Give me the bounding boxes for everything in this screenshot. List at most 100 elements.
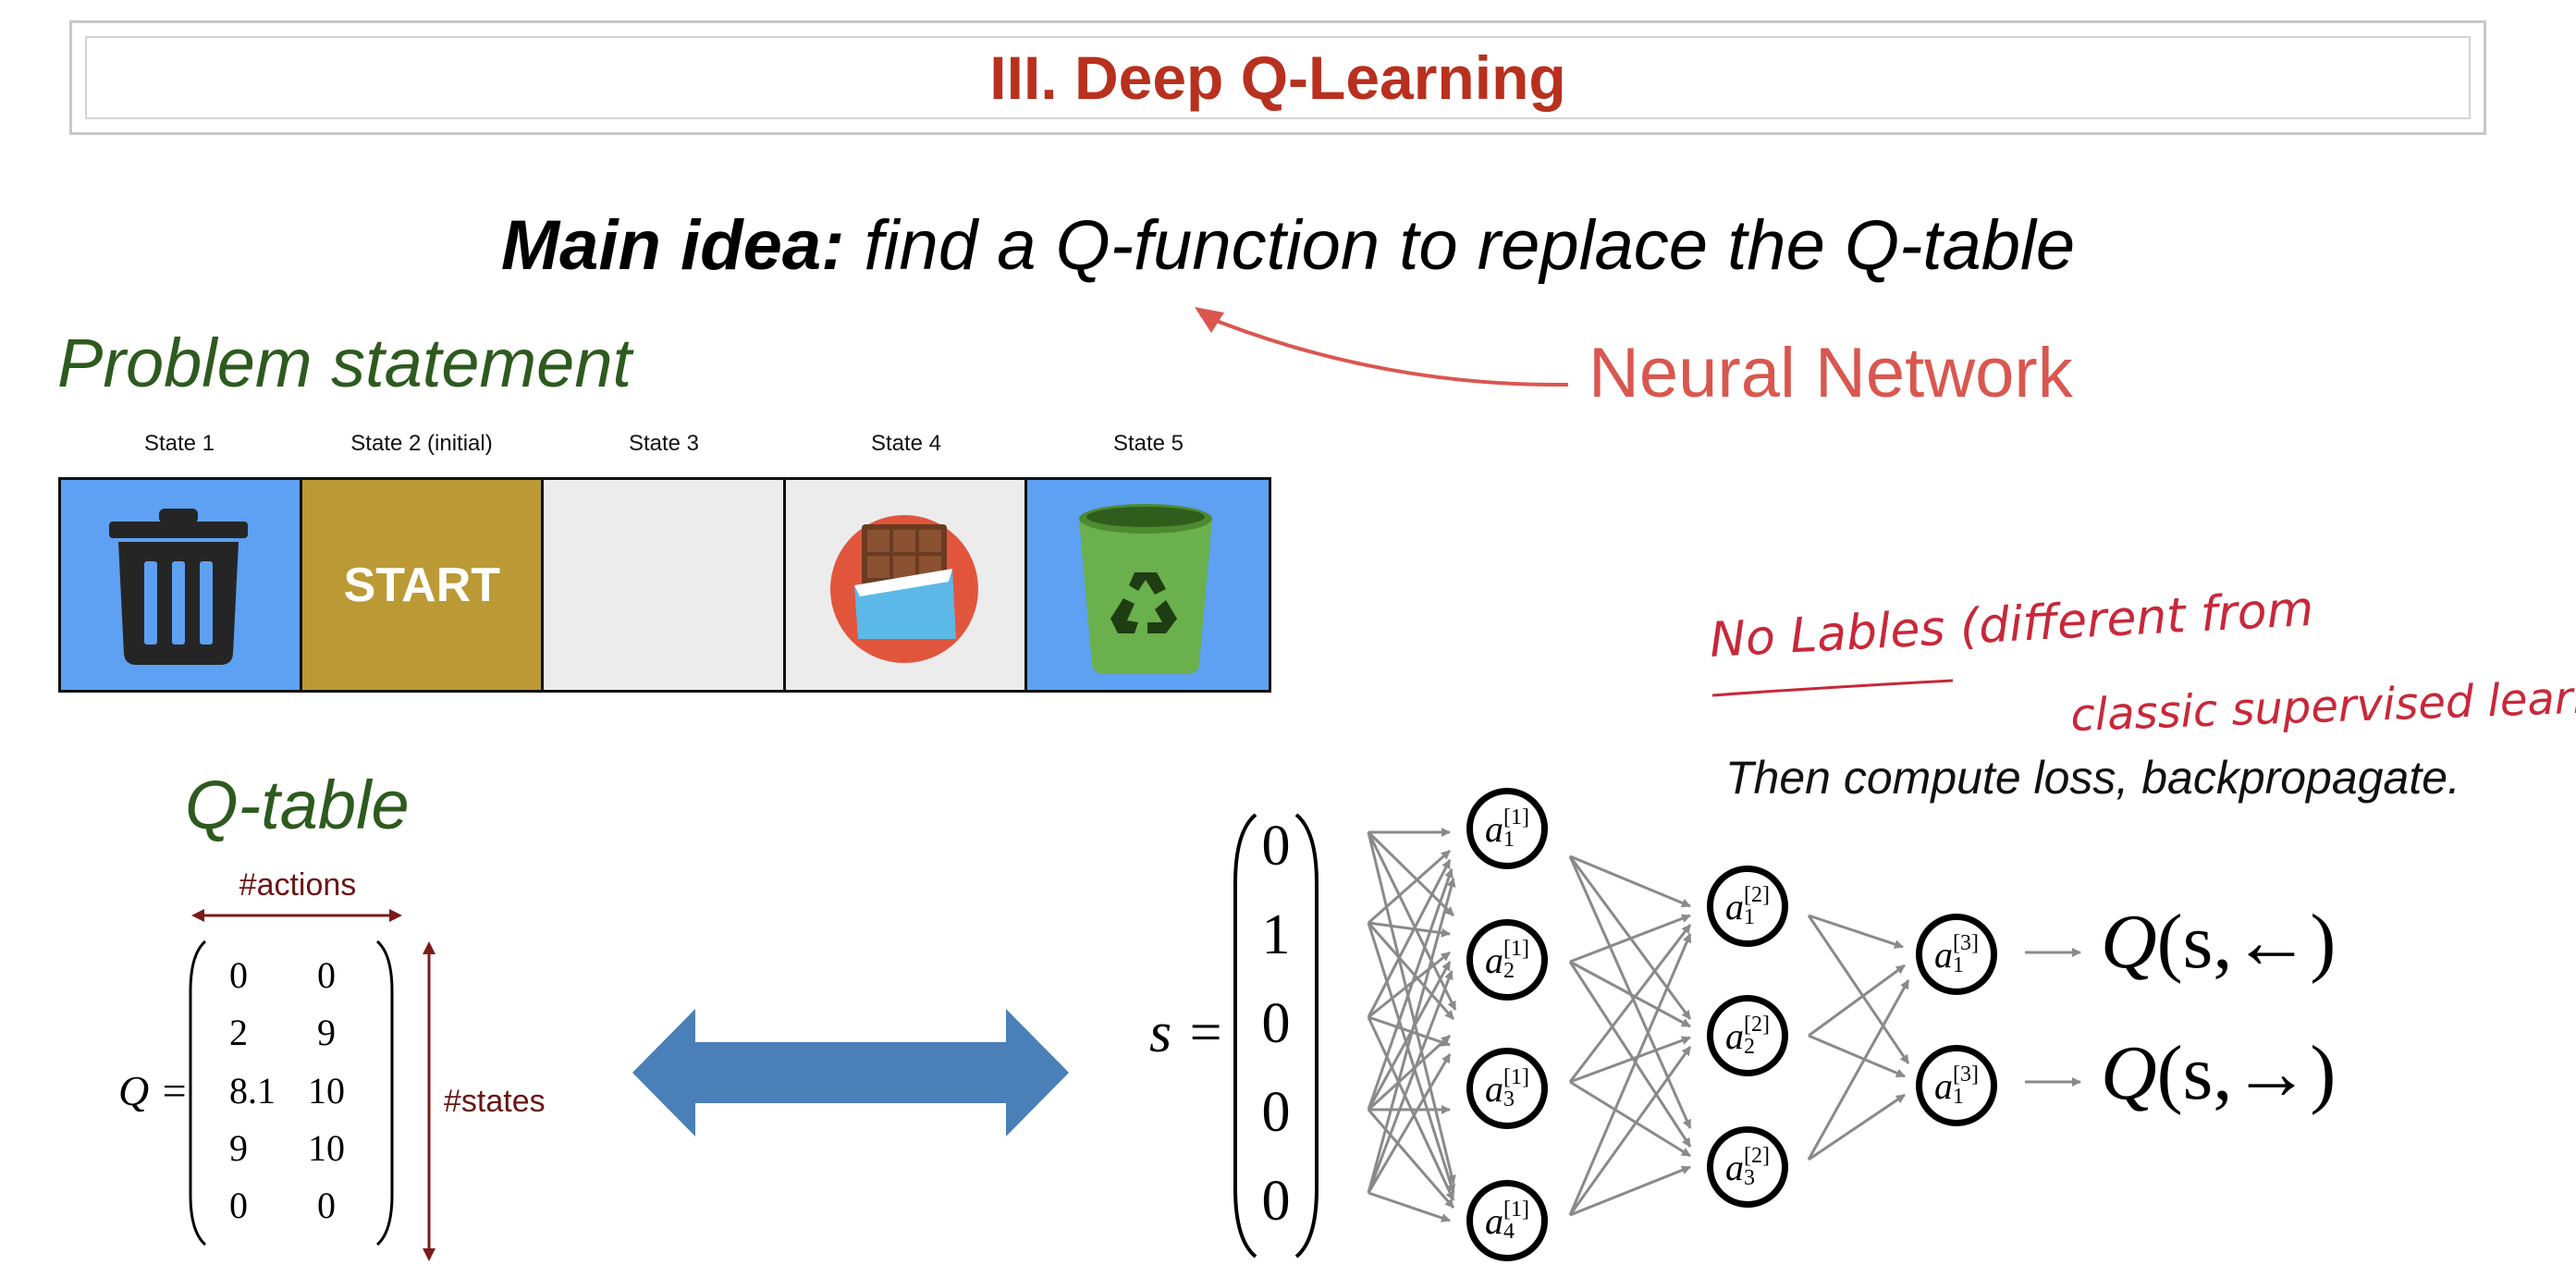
q-cell: 2	[229, 1012, 248, 1053]
node-unit-index: 1	[1953, 953, 1964, 977]
node-unit-index: 1	[1744, 905, 1755, 929]
q-symbol: Q =	[118, 1067, 189, 1114]
node-indices: [3]1	[1953, 932, 1979, 976]
s-vector-entry: 0	[1261, 1170, 1291, 1233]
node-unit-index: 1	[1953, 1085, 1964, 1109]
node-symbol: a	[1485, 1199, 1503, 1242]
node-indices: [3]1	[1953, 1063, 1979, 1108]
node-symbol: a	[1934, 933, 1953, 976]
node-layer-index: [2]	[1744, 1013, 1770, 1037]
q-cell: 10	[308, 1127, 345, 1169]
node-layer-index: [1]	[1503, 937, 1529, 961]
q-cell: 10	[308, 1070, 345, 1111]
states-label: #states	[444, 1084, 546, 1119]
q-cell: 0	[229, 1185, 248, 1226]
node-symbol: a	[1934, 1064, 1953, 1107]
handwritten-line-1: No Lables (different from	[1709, 592, 2315, 669]
state-cell-4	[785, 480, 1027, 690]
q-table-heading: Q-table	[185, 767, 410, 843]
network-node-layer1: a[1]2	[1466, 919, 1548, 1001]
actions-arrow	[191, 909, 402, 922]
neural-network-annotation: Neural Network	[1589, 334, 2073, 412]
s-vector-entry: 0	[1261, 815, 1291, 878]
backprop-caption: Then compute loss, backpropagate.	[1725, 752, 2460, 804]
node-symbol: a	[1725, 1014, 1744, 1057]
node-unit-index: 4	[1503, 1220, 1515, 1244]
node-indices: [2]3	[1744, 1145, 1770, 1189]
q-output-left: Q(s,←)	[2101, 897, 2336, 987]
node-indices: [1]4	[1503, 1198, 1529, 1243]
s-vector-entry: 0	[1261, 992, 1291, 1055]
node-symbol: a	[1725, 1146, 1744, 1188]
node-symbol: a	[1485, 1067, 1503, 1110]
node-unit-index: 1	[1503, 828, 1515, 852]
node-symbol: a	[1485, 807, 1503, 850]
state-cell-3	[544, 480, 786, 690]
q-output-right: Q(s,→)	[2101, 1028, 2336, 1118]
main-idea-rest: find a Q-function to replace the Q-table	[844, 206, 2076, 285]
q-cell: 0	[317, 954, 336, 996]
state-cell-1	[61, 480, 303, 690]
node-symbol: a	[1725, 885, 1744, 927]
node-unit-index: 2	[1744, 1035, 1755, 1059]
node-indices: [1]2	[1503, 938, 1529, 982]
node-layer-index: [2]	[1744, 883, 1770, 907]
s-symbol: s =	[1149, 1001, 1225, 1064]
q-cell: 8.1	[229, 1070, 276, 1111]
chocolate-bar-icon	[829, 515, 978, 663]
network-node-layer1: a[1]1	[1466, 788, 1548, 869]
network-node-layer3: a[3]1	[1916, 1045, 1997, 1126]
node-indices: [2]1	[1744, 884, 1770, 928]
node-layer-index: [3]	[1953, 1062, 1979, 1087]
q-cell: 9	[317, 1012, 336, 1053]
node-layer-index: [2]	[1744, 1144, 1770, 1168]
state-cell-5	[1026, 480, 1269, 690]
network-node-layer1: a[1]4	[1466, 1180, 1548, 1261]
recycle-bin-icon	[1078, 504, 1212, 674]
q-cell: 0	[229, 954, 248, 996]
handwritten-line-2: classic supervised learning)	[2069, 669, 2576, 742]
start-label: START	[343, 558, 501, 612]
q-matrix-brackets	[189, 940, 394, 1247]
s-vector-entry: 0	[1261, 1081, 1291, 1144]
node-unit-index: 2	[1503, 959, 1515, 983]
node-layer-index: [1]	[1503, 1197, 1529, 1222]
network-node-layer2: a[2]3	[1707, 1126, 1788, 1208]
equivalence-double-arrow	[632, 1009, 1069, 1136]
network-node-layer2: a[2]1	[1707, 866, 1788, 947]
state-label-5: State 5	[1112, 431, 1184, 456]
s-vector-brackets	[1233, 813, 1319, 1259]
node-symbol: a	[1485, 939, 1503, 981]
main-idea-bold: Main idea:	[500, 206, 845, 285]
state-grid: START	[58, 477, 1271, 693]
states-arrow	[423, 941, 435, 1261]
state-label-2: State 2 (initial)	[350, 431, 493, 456]
node-indices: [1]1	[1503, 806, 1529, 851]
network-node-layer3: a[3]1	[1916, 914, 1997, 995]
actions-label: #actions	[239, 867, 357, 903]
annotation-arrow	[1195, 307, 1569, 387]
trash-can-icon	[109, 509, 248, 665]
main-idea-line: Main idea: find a Q-function to replace …	[0, 205, 2576, 286]
node-unit-index: 3	[1503, 1087, 1515, 1111]
state-label-1: State 1	[143, 431, 215, 456]
node-indices: [1]3	[1503, 1066, 1529, 1111]
q-output-args: (s,←)	[2156, 899, 2337, 985]
q-output-symbol: Q	[2101, 899, 2157, 985]
slide-title: III. Deep Q-Learning	[989, 43, 1566, 112]
q-cell: 9	[229, 1127, 248, 1169]
q-cell: 0	[317, 1185, 336, 1226]
handwritten-note: No Lables (different from classic superv…	[1709, 592, 2576, 742]
s-vector-entry: 1	[1261, 903, 1291, 966]
network-node-layer2: a[2]2	[1707, 995, 1788, 1076]
node-indices: [2]2	[1744, 1013, 1770, 1058]
q-output-args: (s,→)	[2156, 1030, 2337, 1116]
node-layer-index: [3]	[1953, 931, 1979, 955]
state-label-3: State 3	[628, 431, 700, 456]
node-layer-index: [1]	[1503, 1065, 1529, 1089]
node-layer-index: [1]	[1503, 805, 1529, 829]
node-unit-index: 3	[1744, 1166, 1755, 1190]
network-connections	[1367, 828, 2081, 1222]
network-node-layer1: a[1]3	[1466, 1048, 1548, 1129]
title-inner-frame	[85, 36, 2471, 119]
